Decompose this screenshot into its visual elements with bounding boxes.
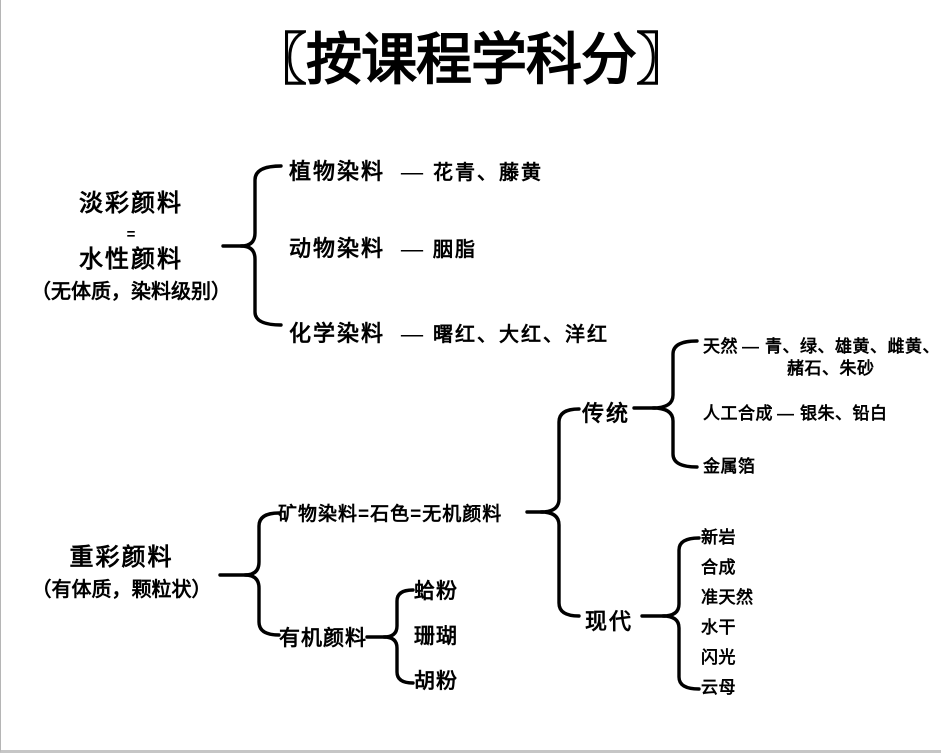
organic-item-coral: 珊瑚 xyxy=(414,625,458,648)
metal-foil-label: 金属箔 xyxy=(703,457,756,476)
animal-dye-label: 动物染料 xyxy=(289,236,386,261)
synthetic-values: 银朱、铅白 xyxy=(800,404,888,423)
organic-items: 蛤粉 珊瑚 胡粉 xyxy=(414,580,458,715)
node-chemical-dye: 化学染料 — 曙红、大红、洋红 xyxy=(289,316,609,348)
animal-dye-values: 胭脂 xyxy=(433,239,478,261)
heavy-pigment-line1: 重彩颜料 xyxy=(69,544,174,571)
em-dash: — xyxy=(401,159,424,184)
page-title: 〖按课程学科分〗 xyxy=(251,28,692,91)
brace-organic xyxy=(382,588,415,685)
modern-item-semi-natural: 准天然 xyxy=(701,588,754,607)
node-traditional: 传统 xyxy=(582,401,631,426)
node-light-pigment: 淡彩颜料 = 水性颜料 （无体质，染料级别） xyxy=(11,189,251,306)
brace-heavy-pigment xyxy=(243,511,281,637)
modern-item-suihi: 水干 xyxy=(701,618,736,637)
em-dash: — xyxy=(742,337,759,356)
natural-label: 天然 xyxy=(703,337,738,356)
node-organic-pigment: 有机颜料 xyxy=(279,627,367,650)
node-modern: 现代 xyxy=(585,609,634,634)
brace-modern xyxy=(661,536,701,691)
synthetic-label: 人工合成 xyxy=(703,404,773,423)
node-mineral-dye: 矿物染料=石色=无机颜料 xyxy=(278,504,503,525)
modern-item-shinnen: 新岩 xyxy=(701,528,736,547)
brace-traditional xyxy=(651,339,699,469)
light-pigment-note: （无体质，染料级别） xyxy=(31,281,231,303)
chemical-dye-values: 曙红、大红、洋红 xyxy=(433,324,610,346)
brace-mineral xyxy=(539,407,581,618)
modern-item-glitter: 闪光 xyxy=(701,648,736,667)
organic-item-hufen: 胡粉 xyxy=(414,670,458,693)
node-plant-dye: 植物染料 — 花青、藤黄 xyxy=(289,154,543,186)
modern-item-mica: 云母 xyxy=(701,678,736,697)
node-synthetic: 人工合成 — 银朱、铅白 xyxy=(703,403,888,425)
heavy-pigment-note: （有体质，颗粒状） xyxy=(31,579,212,601)
node-natural: 天然 — 青、绿、雄黄、雌黄、 赭石、朱砂 xyxy=(703,336,940,380)
light-pigment-line2: 水性颜料 xyxy=(79,246,183,273)
modern-item-synthetic: 合成 xyxy=(701,558,736,577)
natural-values-line1: 青、绿、雄黄、雌黄、 xyxy=(765,337,940,356)
em-dash: — xyxy=(401,236,424,261)
em-dash: — xyxy=(777,404,794,423)
plant-dye-label: 植物染料 xyxy=(289,159,386,184)
organic-item-clamshell: 蛤粉 xyxy=(414,580,458,603)
light-pigment-line1: 淡彩颜料 xyxy=(79,190,183,217)
em-dash: — xyxy=(401,321,424,346)
natural-values-line2: 赭石、朱砂 xyxy=(787,359,875,378)
plant-dye-values: 花青、藤黄 xyxy=(433,162,544,184)
node-metal-foil: 金属箔 xyxy=(703,456,756,478)
node-animal-dye: 动物染料 — 胭脂 xyxy=(289,231,477,263)
node-heavy-pigment: 重彩颜料 （有体质，颗粒状） xyxy=(9,543,234,604)
light-pigment-equals: = xyxy=(126,226,136,243)
modern-items: 新岩 合成 准天然 水干 闪光 云母 xyxy=(701,529,754,709)
chemical-dye-label: 化学染料 xyxy=(289,321,386,346)
natural-values: 青、绿、雄黄、雌黄、 赭石、朱砂 xyxy=(765,336,940,380)
